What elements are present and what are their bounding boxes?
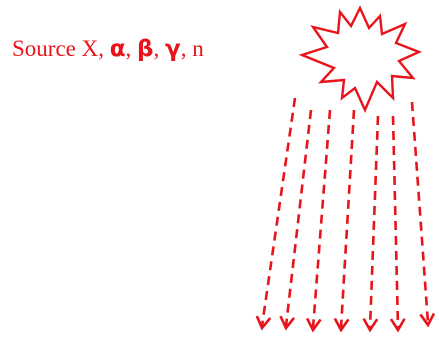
starburst-icon [298,5,423,113]
ray-arrow-3 [305,109,332,333]
ray-arrow-7 [410,101,436,328]
ray-shaft [391,115,400,329]
ray-arrow-2 [279,109,313,331]
label-sep-3: , n [180,36,204,61]
arrowhead [419,312,436,328]
ray-arrow-1 [255,97,297,331]
beta-symbol: β [137,36,154,62]
ray-shaft [368,115,380,329]
arrowhead [333,317,350,333]
gamma-symbol: γ [165,36,181,62]
label-sep-2: , [153,36,166,61]
ray-group [255,97,436,333]
arrowhead [305,317,322,333]
arrowhead [279,315,296,331]
label-sep-1: , [125,36,138,61]
label-prefix: Source X, [12,36,110,61]
alpha-symbol: α [109,36,126,62]
ray-arrow-5 [362,115,380,333]
ray-shaft [284,109,313,327]
arrowhead [362,318,379,333]
ray-arrow-4 [333,109,356,333]
ray-shaft [410,101,430,324]
ray-arrow-6 [389,115,406,333]
arrowhead [255,315,272,331]
ray-shaft [339,109,356,329]
arrowhead [389,318,406,333]
ray-shaft [311,109,332,329]
source-label: Source X, α, β, γ, n [12,36,204,62]
ray-shaft [260,97,297,327]
